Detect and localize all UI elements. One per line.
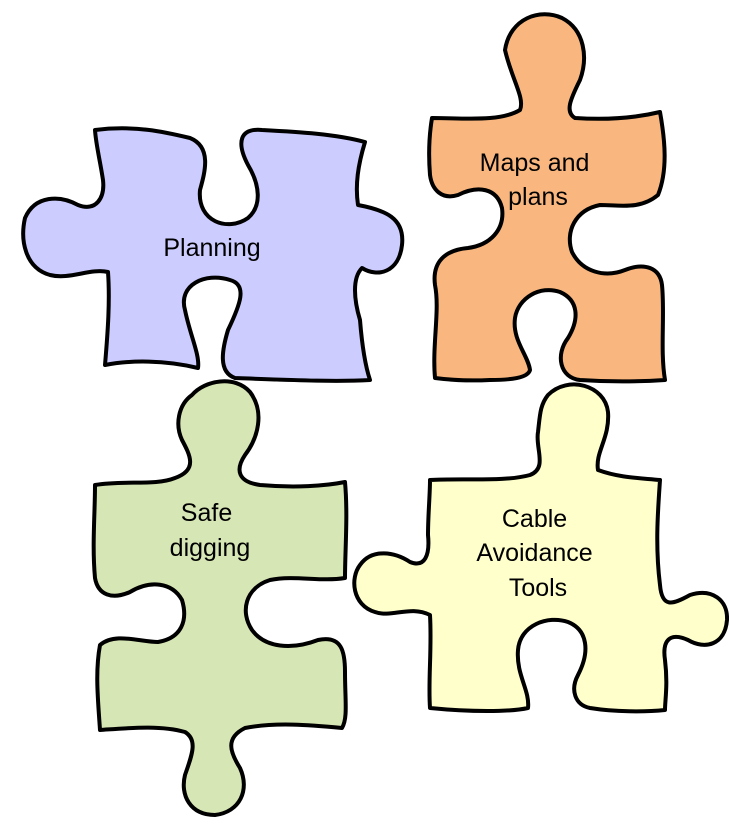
puzzle-piece-planning-shape [21,126,405,383]
label-cable-avoidance-tools-line-1: Cable [502,505,567,533]
puzzle-piece-maps-and-plans: Maps and plans [427,12,667,384]
label-cable-avoidance-tools: Cable Avoidance Tools [476,505,599,602]
puzzle-piece-safe-digging: Safe digging [91,379,349,817]
puzzle-piece-cable-avoidance-tools: Cable Avoidance Tools [352,382,729,714]
label-maps-and-plans-line-2: plans [508,183,568,211]
puzzle-piece-cable-avoidance-tools-shape [352,382,729,714]
label-cable-avoidance-tools-line-2: Avoidance [476,539,592,567]
label-safe-digging-line-1: Safe [181,499,232,527]
label-safe-digging: Safe digging [170,499,251,562]
puzzle-piece-planning: Planning [21,126,405,383]
label-safe-digging-line-2: digging [170,534,251,562]
label-maps-and-plans-line-1: Maps and [480,149,590,177]
puzzle-piece-safe-digging-shape [91,379,349,817]
label-cable-avoidance-tools-line-3: Tools [509,574,567,602]
label-planning: Planning [163,234,260,262]
label-planning-line-1: Planning [163,234,260,262]
label-maps-and-plans: Maps and plans [480,149,597,211]
puzzle-piece-maps-and-plans-shape [427,12,667,384]
